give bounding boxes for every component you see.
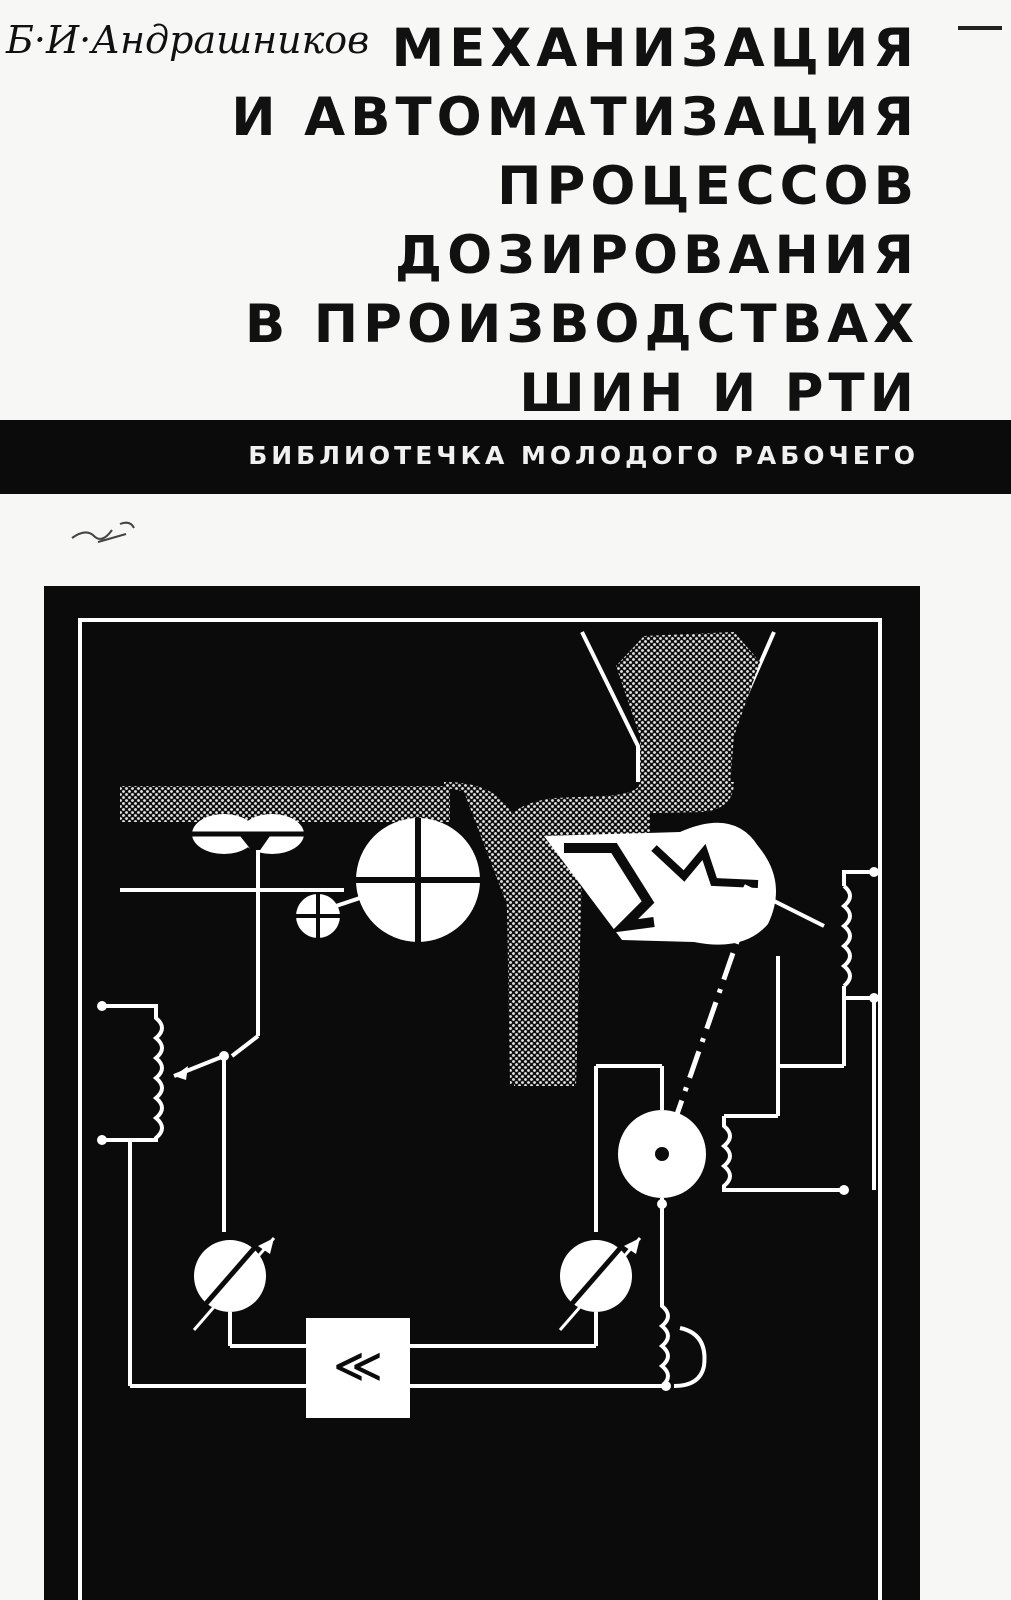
hopper-material bbox=[616, 632, 760, 786]
series-band bbox=[0, 420, 1011, 494]
right-meter bbox=[410, 1228, 642, 1348]
book-author: Б·И·Андрашников bbox=[6, 18, 370, 62]
amplifier-block: ≪ bbox=[306, 1318, 410, 1418]
amplifier-symbol: ≪ bbox=[333, 1338, 383, 1394]
sensor-disk bbox=[594, 1064, 706, 1296]
title-line-2: И АВТОМАТИЗАЦИЯ bbox=[231, 87, 919, 148]
hopper bbox=[580, 631, 776, 786]
schematic-panel bbox=[44, 586, 920, 1600]
left-meter bbox=[188, 1228, 306, 1348]
bottom-right-coil bbox=[656, 1296, 707, 1391]
linkage-line bbox=[663, 903, 753, 1147]
chute bbox=[464, 792, 650, 1086]
feed-rollers bbox=[192, 814, 304, 856]
schematic-frame bbox=[78, 618, 882, 1600]
series-name: БИБЛИОТЕЧКА МОЛОДОГО РАБОЧЕГО bbox=[248, 441, 919, 470]
left-inductive-coil bbox=[97, 1001, 164, 1386]
pencil-scribble-mark bbox=[71, 521, 135, 543]
title-line-3: ПРОЦЕССОВ bbox=[497, 156, 919, 217]
weighing-scale bbox=[544, 822, 825, 945]
book-title: МЕХАНИЗАЦИЯ И АВТОМАТИЗАЦИЯ ПРОЦЕССОВ ДО… bbox=[231, 14, 919, 428]
slider-contact bbox=[173, 1034, 260, 1232]
right-inductive-coil bbox=[724, 867, 879, 1190]
title-line-1: МЕХАНИЗАЦИЯ bbox=[391, 18, 919, 79]
title-line-5: В ПРОИЗВОДСТВАХ bbox=[244, 294, 919, 355]
corner-dash-mark bbox=[958, 26, 1002, 30]
title-line-4: ДОЗИРОВАНИЯ bbox=[394, 225, 919, 286]
title-line-6: ШИН И РТИ bbox=[519, 363, 919, 424]
drive-drum bbox=[356, 818, 480, 942]
dosing-system-schematic: ≪ bbox=[44, 586, 920, 1600]
transformer-coil bbox=[720, 1116, 849, 1195]
tension-roller bbox=[296, 888, 385, 938]
